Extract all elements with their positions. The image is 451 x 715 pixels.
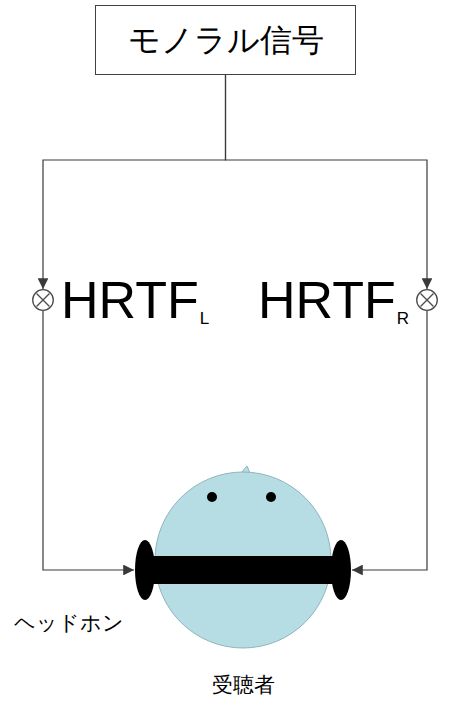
multiplier-circle <box>33 290 54 311</box>
multiplier-node: HRTFR <box>416 289 438 311</box>
box-label: モノラル信号 <box>128 21 324 59</box>
signal-connector <box>226 75 428 289</box>
part-label: ヘッドホン <box>14 611 124 636</box>
signal-connector <box>352 311 427 570</box>
channel-subscript: L <box>200 310 209 327</box>
multiplier-symbol <box>32 289 54 311</box>
multiplier-circle <box>417 290 438 311</box>
eye-dot <box>266 492 276 502</box>
headphone-band <box>148 556 338 584</box>
listener-illustration <box>134 466 352 650</box>
ear-cup <box>135 540 155 600</box>
function-name: HRTF <box>258 274 396 326</box>
multiplier-cross <box>37 294 50 307</box>
multiplier-cross <box>421 294 434 307</box>
multiplier-symbol <box>416 289 438 311</box>
listener-head: 受聴者 <box>134 466 352 650</box>
function-name: HRTF <box>61 274 199 326</box>
listener-caption: 受聴者 <box>134 673 352 698</box>
multiplier-node: HRTFL <box>32 289 54 311</box>
channel-subscript: R <box>397 310 409 327</box>
ear-cup <box>331 540 351 600</box>
transfer-function-label: HRTFR <box>258 274 409 326</box>
signal-connector <box>43 75 226 289</box>
transfer-function-label: HRTFL <box>61 274 209 326</box>
eye-dot <box>207 492 217 502</box>
signal-connector <box>43 311 134 570</box>
signal-box: モノラル信号 <box>95 5 356 75</box>
